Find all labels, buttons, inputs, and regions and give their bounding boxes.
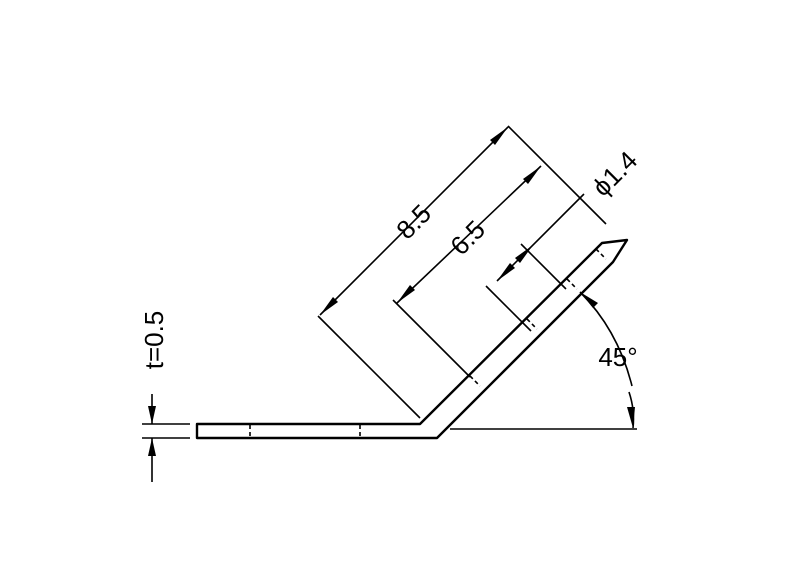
dimension-label-thickness: t=0.5 (139, 311, 169, 370)
arrowhead (515, 245, 533, 263)
arrowhead (490, 127, 508, 145)
hidden-line-4 (526, 318, 538, 330)
arrowhead (497, 263, 515, 281)
extension-line-hole-2 (520, 243, 567, 290)
arrowhead (320, 297, 338, 315)
hidden-line-5 (566, 278, 578, 290)
arrowhead (627, 407, 635, 428)
dimension-line-6-5 (396, 165, 542, 304)
arrowhead (397, 285, 415, 303)
arrowhead (148, 406, 156, 424)
dimension-line-8-5 (319, 126, 509, 316)
arrowhead (523, 166, 541, 184)
extension-line-8-5-start (317, 315, 421, 419)
extension-line-6-5-start (392, 299, 471, 378)
extension-line-hole-1 (485, 285, 532, 332)
hidden-line-3 (469, 375, 481, 387)
dimension-label-hole-diameter: ϕ1.4 (586, 145, 643, 202)
extension-line-8-5-end (507, 125, 607, 225)
arrowhead (148, 438, 156, 456)
hidden-line-6 (595, 248, 607, 260)
arrowhead (580, 292, 598, 308)
dimension-label-bend-angle: 45° (598, 342, 637, 372)
part-outline (195, 238, 629, 440)
